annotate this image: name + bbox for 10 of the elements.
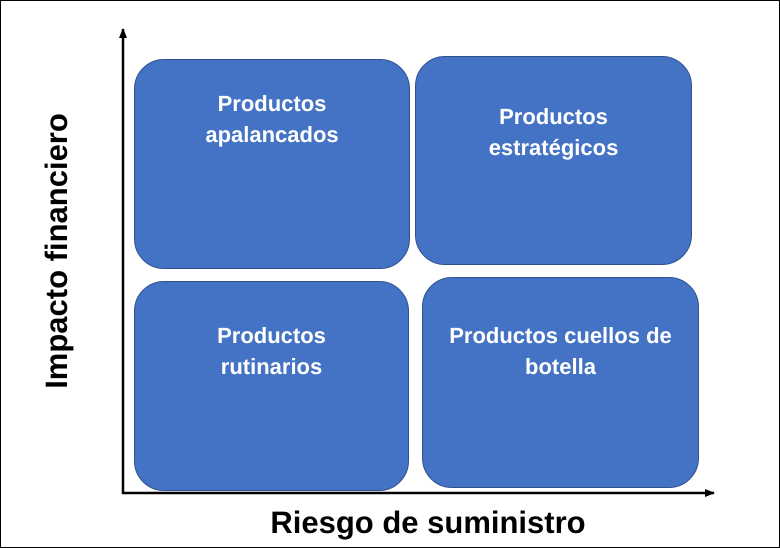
- quadrant-box: [134, 281, 409, 491]
- quadrant-label: Productos rutinarios: [216, 322, 327, 381]
- quadrant-box: [422, 277, 699, 488]
- axis-title: Riesgo de suministro: [270, 505, 586, 541]
- quadrant-label: Productos estratégicos: [488, 103, 620, 162]
- quadrant-box: [415, 56, 692, 265]
- quadrant-box: [134, 59, 410, 269]
- axis-title: Impacto financiero: [39, 113, 75, 389]
- quadrant-label: Productos apalancados: [204, 90, 340, 149]
- quadrant-label: Productos cuellos de botella: [448, 322, 673, 381]
